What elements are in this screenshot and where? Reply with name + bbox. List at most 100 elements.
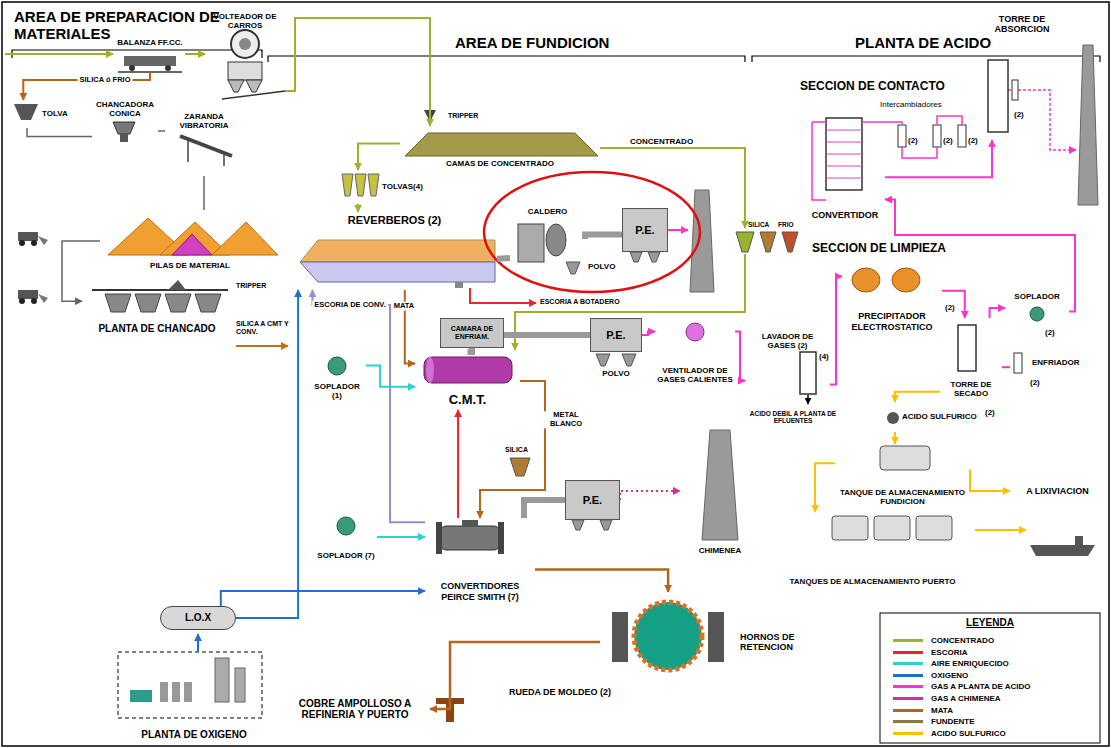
equipment-label: P.E.	[606, 329, 625, 342]
flow-line	[885, 140, 992, 177]
equipment-label: PILAS DE MATERIAL	[150, 261, 230, 270]
highlight-ellipse	[484, 172, 700, 292]
silica-hopper	[510, 458, 530, 476]
equipment-label: ZARANDA VIBRATORIA	[167, 112, 241, 130]
equipment-node: PLANTA DE OXIGENO	[118, 650, 270, 742]
equipment-label: CONVERTIDORES PEIRCE SMITH (7)	[427, 581, 533, 602]
legend-text: FUNDENTE	[931, 717, 975, 726]
oxygen-plant-icon	[197, 634, 199, 652]
absorption-tower	[1012, 80, 1018, 100]
flow-line	[203, 176, 205, 210]
chimney	[1078, 45, 1098, 205]
scrubber-tower	[807, 395, 809, 404]
storage-tanks	[874, 516, 910, 540]
flow-line	[504, 333, 590, 335]
cone-crusher-icon	[113, 122, 135, 142]
bins-icon	[342, 174, 353, 196]
car-dumper-icon	[228, 62, 262, 80]
annotation-label: (2)	[945, 303, 955, 312]
scrubber-tower	[800, 352, 816, 404]
converter-icon	[436, 520, 504, 554]
annotation-label: SECCION DE LIMPIEZA	[812, 242, 946, 256]
reverberatory-furnace	[455, 282, 463, 288]
equipment-label: REVERBEROS (2)	[348, 214, 442, 227]
precipitator-drums	[852, 268, 920, 292]
storage-tanks	[880, 446, 930, 470]
annotation-label: (2)	[968, 136, 978, 145]
legend-row: AIRE ENRIQUECIDO	[893, 658, 1009, 669]
front-loader-icon	[38, 294, 48, 303]
highlight-ellipse	[484, 172, 700, 292]
legend-text: OXIGENO	[931, 671, 968, 680]
equipment-label: P.E.	[583, 494, 602, 507]
waste-heat-boiler	[518, 224, 580, 274]
car-dumper-icon	[222, 91, 285, 99]
car-dumper-icon	[222, 30, 285, 99]
legend-row: GAS A PLANTA DE ACIDO	[893, 681, 1031, 692]
flow-line	[62, 241, 100, 301]
legend-swatch	[893, 720, 923, 723]
converter-tower	[826, 118, 862, 190]
equipment-node: PILAS DE MATERIAL	[100, 210, 280, 272]
equipment-box: L.O.X	[160, 606, 236, 630]
converter-tower	[826, 118, 862, 190]
annotation-label: TRIPPER	[236, 282, 266, 290]
flow-label: METAL BLANCO	[544, 411, 588, 428]
equipment-box: CAMARA DE ENFRIAM.	[440, 318, 504, 348]
annotation-label: AREA DE PREPARACION DE MATERIALES	[14, 8, 264, 43]
storage-tanks	[916, 516, 952, 540]
annotation-label: (2)	[1045, 328, 1055, 337]
equipment-node: CONVERTIDORES PEIRCE SMITH (7)	[425, 518, 535, 604]
annotation-label: SILICA	[748, 221, 769, 228]
oxygen-plant-icon	[118, 634, 262, 718]
dust-hopper	[572, 520, 584, 530]
bins-icon	[342, 174, 379, 196]
equipment-label: CHANCADORA CONICA	[94, 100, 156, 118]
oxygen-plant-icon	[184, 682, 192, 702]
flow-line	[830, 276, 842, 384]
dust-hopper	[600, 520, 612, 530]
car-dumper-icon	[228, 80, 244, 92]
flow-line	[620, 491, 680, 500]
annotation-label: SILICA A CMT Y CONV.	[236, 320, 292, 336]
legend-text: GAS A PLANTA DE ACIDO	[931, 682, 1031, 691]
annotation-label: SECCION DE CONTACTO	[800, 80, 945, 94]
equipment-node: CONVERTIDOR	[805, 110, 885, 222]
flow-line	[236, 290, 298, 618]
equipment-label: CALDERO	[528, 207, 568, 216]
hopper-icon	[14, 104, 38, 120]
slag-line	[470, 288, 536, 303]
annotation-label: (2)	[908, 136, 918, 145]
vibrating-screen-icon	[180, 136, 232, 166]
flow-line	[524, 500, 565, 518]
absorption-tower	[988, 60, 1008, 132]
legend-frame	[880, 613, 1100, 743]
bins-icon	[368, 174, 379, 196]
flow-line	[185, 53, 205, 55]
annotation-label: ESCORIA A BOTADERO	[540, 298, 620, 306]
equipment-node: ENFRIADOR	[1010, 350, 1100, 376]
equipment-label: TANQUES DE ALMACENAMIENTO PUERTO	[790, 577, 956, 586]
flow-line	[815, 463, 835, 512]
converter-icon	[436, 522, 442, 554]
equipment-label: TORRE DE SECADO	[942, 380, 1000, 398]
feed-line	[5, 54, 113, 55]
equipment-node: A LIXIVIACION	[1010, 482, 1105, 500]
flow-line	[430, 642, 600, 709]
waste-heat-boiler	[566, 262, 580, 274]
equipment-label: CHIMENEA	[699, 546, 742, 555]
annotation-label: PLANTA DE ACIDO	[855, 34, 991, 51]
flow-line	[990, 308, 1005, 318]
equipment-label: CAMAS DE CONCENTRADO	[446, 159, 554, 168]
equipment-label: CONVERTIDOR	[812, 210, 879, 220]
heat-exchangers	[812, 116, 962, 200]
equipment-label: PLANTA DE CHANCADO	[98, 323, 215, 335]
flow-line	[357, 204, 359, 212]
flow-line	[885, 200, 1075, 312]
equipment-node: HORNOS DE RETENCION	[600, 592, 835, 692]
car-dumper-icon	[239, 38, 251, 50]
ship-icon	[975, 529, 1026, 531]
acid-pump	[887, 412, 899, 424]
dust-hopper	[596, 354, 610, 366]
